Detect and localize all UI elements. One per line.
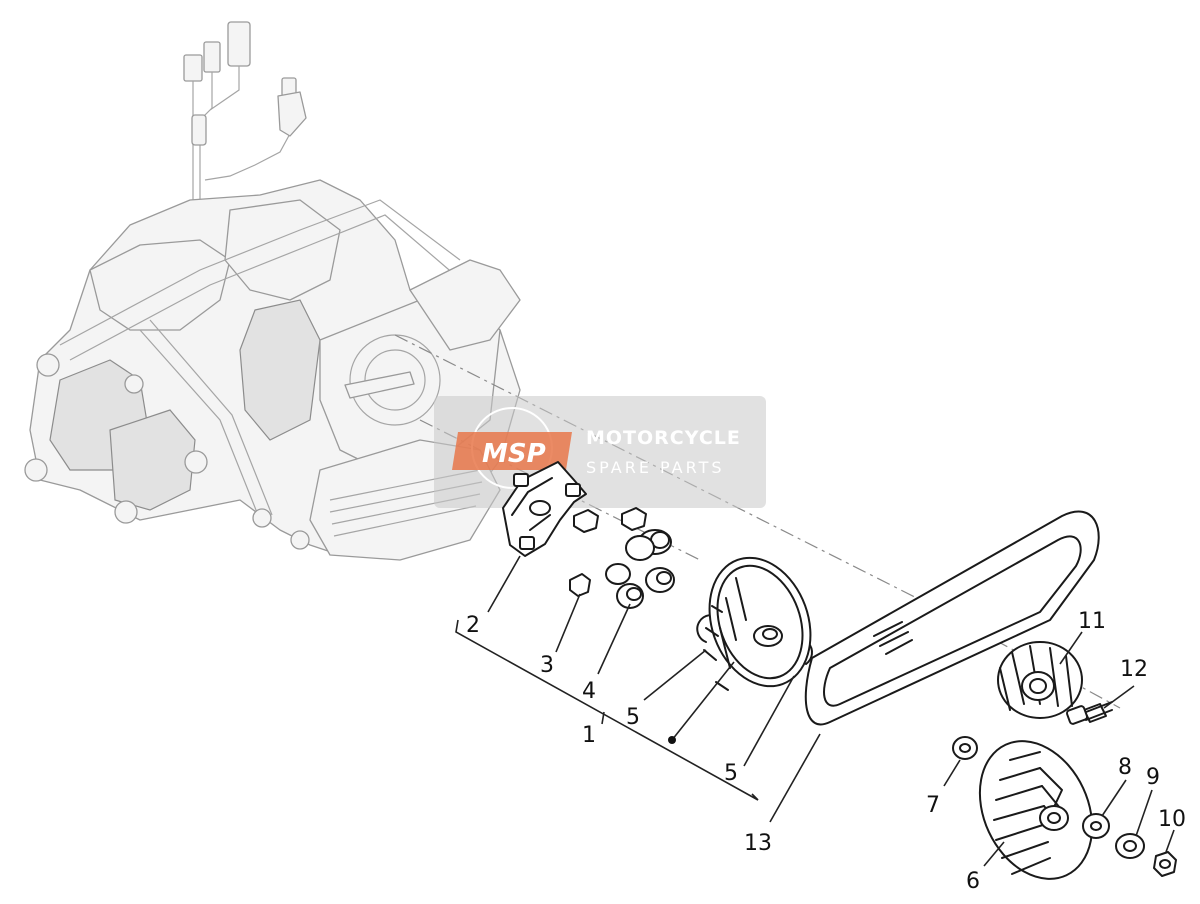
part-washer-7 — [952, 736, 978, 760]
callout-11: 11 — [1078, 609, 1106, 634]
watermark-subtitle: SPARE PARTS — [586, 458, 725, 477]
callout-6: 6 — [966, 869, 980, 894]
watermark-logo-icon — [452, 432, 572, 470]
wiring-harness — [183, 21, 307, 215]
part-cup-washer — [1115, 833, 1145, 859]
callout-9: 9 — [1146, 765, 1160, 790]
watermark-logo-text: MSP — [482, 439, 546, 469]
callout-4: 4 — [582, 679, 596, 704]
callout-1: 1 — [582, 723, 596, 748]
part-driven-roller — [997, 641, 1083, 719]
part-drive-belt — [804, 510, 1100, 726]
part-variator-pulley — [703, 556, 812, 691]
assembly-axis — [394, 334, 1121, 709]
callout-2: 2 — [466, 613, 480, 638]
part-ramp-plate — [502, 461, 587, 557]
part-sliders — [569, 507, 647, 597]
part-rollers — [605, 529, 675, 609]
callout-12: 12 — [1120, 657, 1148, 682]
callout-13: 13 — [744, 831, 772, 856]
part-washer-8 — [1082, 813, 1110, 839]
leader-lines — [455, 555, 1175, 867]
watermark: MSP MOTORCYCLE SPARE PARTS — [434, 396, 766, 508]
callout-5-a: 5 — [626, 705, 640, 730]
watermark-title: MOTORCYCLE — [586, 427, 741, 449]
part-screw — [1065, 701, 1113, 725]
callout-7: 7 — [926, 793, 940, 818]
callout-5-b: 5 — [724, 761, 738, 786]
part-fan-pulley — [978, 740, 1094, 880]
callout-8: 8 — [1118, 755, 1132, 780]
callout-10: 10 — [1158, 807, 1186, 832]
callout-labels: 1 2 3 4 5 5 6 7 8 9 10 11 12 13 — [466, 609, 1186, 894]
callout-3: 3 — [540, 653, 554, 678]
leader-dot — [668, 736, 676, 744]
part-nut — [1153, 851, 1177, 877]
